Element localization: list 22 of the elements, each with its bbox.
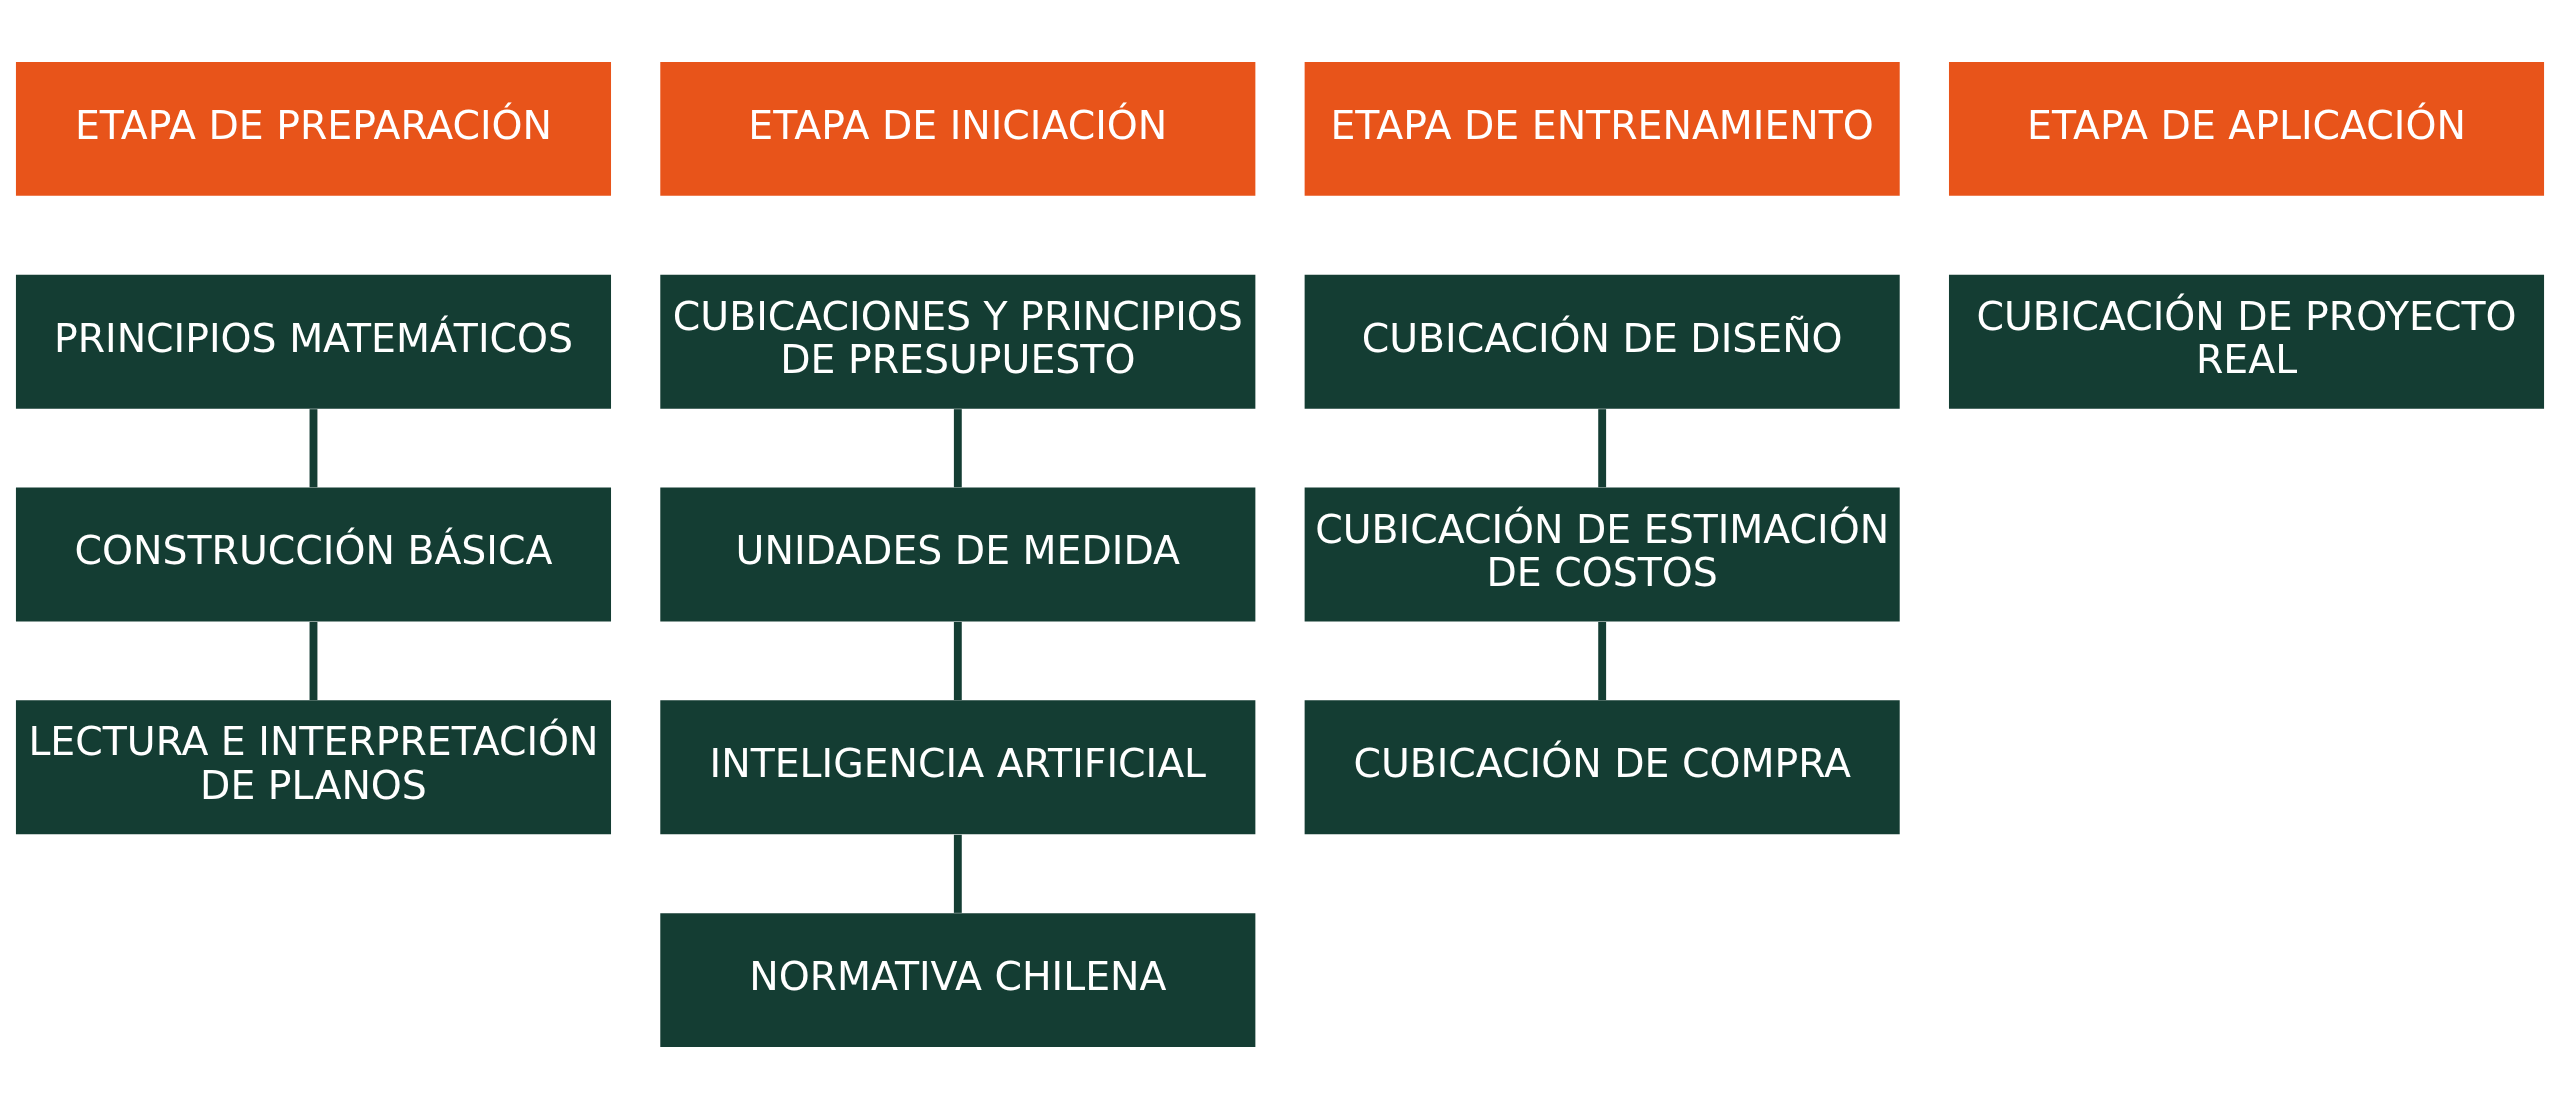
node-box: ETAPA DE APLICACIÓN: [1949, 61, 2545, 196]
node-box: UNIDADES DE MEDIDA: [660, 487, 1256, 621]
connector: [953, 621, 962, 700]
node-box: NORMATIVA CHILENA: [660, 912, 1256, 1047]
connector: [1598, 408, 1607, 487]
node-box: CUBICACIÓN DE ESTIMACIÓN DE COSTOS: [1304, 487, 1900, 621]
connector: [309, 621, 318, 700]
node-box: CUBICACIONES Y PRINCIPIOS DE PRESUPUESTO: [660, 274, 1256, 409]
node-box: CONSTRUCCIÓN BÁSICA: [15, 487, 611, 621]
node-box: ETAPA DE INICIACIÓN: [660, 61, 1256, 196]
node-box: CUBICACIÓN DE PROYECTO REAL: [1949, 274, 2545, 409]
node-box: ETAPA DE PREPARACIÓN: [15, 61, 611, 196]
connector: [953, 834, 962, 913]
node-box: PRINCIPIOS MATEMÁTICOS: [15, 274, 611, 409]
connector: [953, 408, 962, 487]
node-box: CUBICACIÓN DE DISEÑO: [1304, 274, 1900, 409]
node-box: LECTURA E INTERPRETACIÓN DE PLANOS: [15, 699, 611, 834]
node-box: ETAPA DE ENTRENAMIENTO: [1304, 61, 1900, 196]
node-box: INTELIGENCIA ARTIFICIAL: [660, 699, 1256, 834]
connector: [309, 408, 318, 487]
connector: [1598, 621, 1607, 700]
node-box: CUBICACIÓN DE COMPRA: [1304, 699, 1900, 834]
